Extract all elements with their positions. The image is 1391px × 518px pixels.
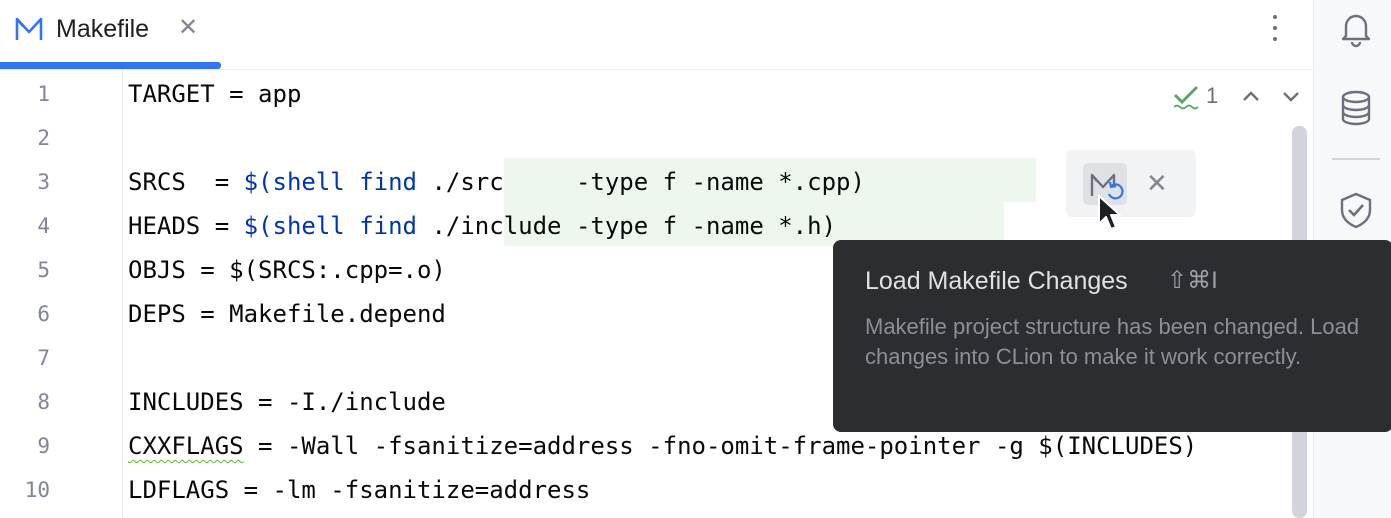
code-token: HEADS = — [128, 212, 244, 240]
code-token-warning: CXXFLAGS — [128, 432, 244, 460]
code-token: ./src -type f -name *.cpp) — [417, 168, 865, 196]
code-line[interactable]: DEPS = Makefile.depend — [128, 300, 446, 328]
tab-makefile[interactable]: Makefile ✕ — [0, 0, 221, 69]
line-number: 2 — [37, 126, 50, 150]
chevron-down-icon[interactable] — [1276, 80, 1306, 112]
code-token — [345, 168, 359, 196]
tooltip-title: Load Makefile Changes — [865, 267, 1128, 295]
code-line[interactable]: HEADS = $(shell find ./include -type f -… — [128, 204, 836, 248]
tab-label: Makefile — [56, 15, 150, 43]
line-number: 8 — [37, 390, 50, 414]
makefile-reload-icon — [1090, 173, 1124, 200]
code-command: find — [359, 168, 417, 196]
tooltip-description: Makefile project structure has been chan… — [865, 314, 1360, 369]
line-number: 5 — [37, 258, 50, 282]
code-line[interactable]: INCLUDES = -I./include — [128, 388, 446, 416]
line-number: 7 — [37, 346, 50, 370]
chevron-up-icon[interactable] — [1236, 80, 1266, 112]
code-token — [345, 212, 359, 240]
code-token: ./include -type f -name *.h) — [417, 212, 837, 240]
code-token: SRCS = — [128, 168, 244, 196]
code-command: find — [359, 212, 417, 240]
check-icon — [1173, 85, 1199, 110]
tooltip-shortcut: ⇧⌘I — [1167, 267, 1218, 294]
language-injection-highlight — [504, 158, 1036, 202]
code-line[interactable]: CXXFLAGS = -Wall -fsanitize=address -fno… — [128, 424, 1197, 468]
line-number: 10 — [24, 478, 50, 502]
bell-icon[interactable] — [1336, 8, 1376, 48]
code-line[interactable]: OBJS = $(SRCS:.cpp=.o) — [128, 256, 446, 284]
makefile-icon — [15, 17, 43, 40]
editor-tab-bar: Makefile ✕ — [0, 0, 1313, 70]
line-number: 3 — [37, 170, 50, 194]
code-keyword: shell — [272, 168, 345, 196]
more-vertical-icon[interactable] — [1262, 12, 1288, 44]
shield-check-icon[interactable] — [1336, 190, 1376, 230]
line-number: 4 — [37, 214, 50, 238]
code-token: $( — [243, 168, 273, 196]
load-makefile-changes-button[interactable] — [1083, 163, 1127, 205]
code-keyword: shell — [272, 212, 345, 240]
strip-separator — [1332, 158, 1380, 160]
line-number-gutter: 1 2 3 4 5 6 7 8 9 10 — [0, 70, 123, 518]
mouse-pointer-icon — [1098, 195, 1121, 230]
code-token: $( — [243, 212, 273, 240]
code-token: = -Wall -fsanitize=address -fno-omit-fra… — [243, 432, 1198, 460]
tab-close-button[interactable]: ✕ — [178, 14, 199, 41]
inspection-count: 1 — [1206, 83, 1219, 108]
line-number: 1 — [37, 82, 50, 106]
code-line[interactable]: SRCS = $(shell find ./src -type f -name … — [128, 160, 865, 204]
load-changes-floating-toolbar: ✕ — [1066, 150, 1196, 217]
language-injection-highlight — [504, 202, 1004, 246]
active-tab-indicator — [0, 62, 221, 69]
database-icon[interactable] — [1336, 88, 1376, 128]
line-number: 6 — [37, 302, 50, 326]
line-number: 9 — [37, 434, 50, 458]
code-line[interactable]: LDFLAGS = -lm -fsanitize=address — [128, 476, 591, 504]
close-icon[interactable]: ✕ — [1146, 168, 1168, 198]
action-tooltip: Load Makefile Changes ⇧⌘I Makefile proje… — [833, 240, 1391, 432]
code-line[interactable]: TARGET = app — [128, 80, 302, 108]
